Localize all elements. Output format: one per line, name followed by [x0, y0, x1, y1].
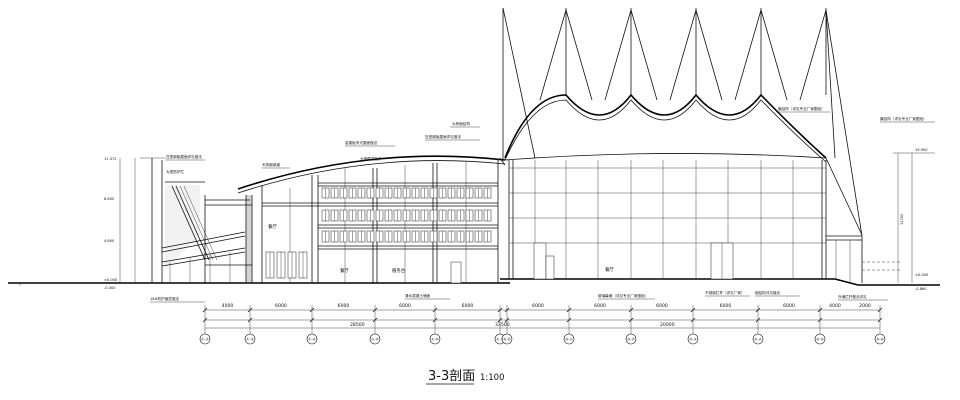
room-dining-3: 餐厅 [605, 266, 614, 273]
elev-19900: 19.900 [915, 148, 928, 152]
note-bridge-structure: 大桥钢结构 [452, 121, 470, 126]
grid-axis-4: ①-⑤ [369, 305, 381, 345]
span-dim-12: 2000 [859, 303, 871, 309]
note-roof-steel-left: 压型钢板屋面详见做法 [166, 154, 202, 159]
tensile-hall [450, 7, 900, 284]
grid-axis-12: ⑤-⑤ [814, 305, 826, 345]
ground-line [8, 278, 940, 286]
note-metal-skylight: 金属板采光屋面做法 [345, 140, 378, 145]
elev-total-11700: 11700 [900, 213, 904, 225]
total-dim-20000: 20000 [660, 322, 675, 328]
total-dim-28500: 28500 [350, 322, 365, 328]
grid-axis-label: ①-④ [308, 338, 316, 342]
grid-axis-label: ①-③ [246, 338, 254, 342]
span-dim-6: 6000 [532, 303, 544, 309]
note-fair-faced-concrete: 清水混凝土墙面 [405, 293, 431, 298]
span-dim-1: 4000 [222, 303, 234, 309]
span-dim-2: 6000 [275, 303, 287, 309]
note-membrane-1: 膜结构（详见专业厂家图纸） [778, 106, 825, 111]
elev-0000: ±0.000 [104, 278, 118, 282]
elev-neg300: -0.300 [104, 286, 116, 290]
note-bridge-roof-plate: 大桥屋顶板件 [360, 156, 382, 161]
note-roof-steel: 压型钢板屋面详见做法 [425, 134, 461, 139]
grid-axis-label: ①-⑤ [371, 338, 380, 342]
annotations-right: 膜结构（详见专业厂家图纸） 膜结构（详见专业厂家图纸） [778, 106, 935, 123]
annotations-bottom: 清水混凝土墙面 玻璃幕墙（详见专业厂家图纸） 不锈钢栏杆（详见厂家） 钢结构详见… [405, 290, 888, 301]
grid-axis-5: ①-⑥ [429, 305, 441, 345]
grid-axis-7: ⑤-⑩ [501, 305, 513, 345]
total-dim-33500: 33500 [495, 322, 510, 328]
elev-11372: 11.372 [104, 157, 117, 161]
elev-r-neg860: -0.860 [915, 287, 927, 291]
elev-8600: 8.600 [104, 197, 115, 201]
room-dining-1: 餐厅 [268, 223, 277, 230]
span-dim-3: 6000 [338, 303, 350, 309]
middle-building [237, 155, 506, 283]
grid-axis-1: ①-② [199, 305, 211, 345]
elev-4600: 4.600 [104, 239, 115, 243]
grid-axis-13: ⑤-⑥ [874, 305, 886, 345]
grid-axis-label: ⑤-⑥ [876, 338, 885, 342]
annotations-left: 压型钢板屋面详见做法 大型防护栏 天桥钢坡道 18#防护面层做法 [150, 154, 290, 303]
note-ss-railing: 不锈钢栏杆（详见厂家） [705, 290, 745, 295]
drawing-title-block: 3-3剖面 1:100 [426, 369, 505, 385]
drawing-scale: 1:100 [480, 373, 505, 383]
span-dim-7: 6000 [594, 303, 606, 309]
span-dim-5: 6000 [462, 303, 474, 309]
note-exterior-railing: 外墙栏杆做法详见 [838, 294, 867, 299]
grid-axis-label: ⑤-⑤ [816, 338, 825, 342]
right-elevations: 19.900 ±0.000 -0.860 11700 [893, 148, 935, 291]
span-dim-10: 6000 [783, 303, 795, 309]
grid-axis-label: ⑤-② [627, 338, 635, 342]
grid-axis-label: ⑤-① [565, 338, 573, 342]
span-dim-4: 6000 [399, 303, 411, 309]
drawing-title: 3-3剖面 [428, 369, 475, 384]
middle-windows [265, 187, 492, 279]
note-steel-structure: 钢结构详见做法 [755, 290, 781, 295]
grid-axis-label: ⑤-④ [754, 338, 762, 342]
grid-axis-9: ⑤-② [625, 305, 637, 345]
annotations-roof: 金属板采光屋面做法 压型钢板屋面详见做法 大桥钢结构 大桥屋顶板件 [345, 121, 480, 161]
grid-axis-label: ①-② [201, 338, 209, 342]
note-protect-layer: 18#防护面层做法 [150, 296, 180, 301]
left-annex [140, 157, 253, 283]
left-elevations: 11.372 8.600 4.600 ±0.000 -0.300 [104, 157, 136, 290]
elev-r-0000: ±0.000 [915, 273, 929, 277]
grid-axis-2: ①-③ [244, 305, 256, 345]
note-guard-rail: 大型防护栏 [166, 169, 184, 174]
grid-axis-label: ⑤-⑩ [503, 338, 511, 342]
grid-axis-label: ①-⑥ [431, 338, 440, 342]
grid-axis-8: ⑤-① [563, 305, 575, 345]
note-bridge-ramp: 天桥钢坡道 [262, 162, 280, 167]
grid-axis-3: ①-④ [306, 305, 318, 345]
span-dim-11: 4000 [829, 303, 841, 309]
grid-axis-label: ①-⑦ [496, 338, 504, 342]
span-dim-8: 6000 [656, 303, 668, 309]
span-dim-9: 6000 [720, 303, 732, 309]
grid-axis-11: ⑤-④ [752, 305, 764, 345]
note-glass-curtain: 玻璃幕墙（详见专业厂家图纸） [598, 293, 648, 298]
grid-axis-label: ⑤-③ [689, 338, 697, 342]
dimension-system: 4000 6000 6000 6000 6000 6000 6000 6000 6000 6000… [202, 303, 883, 329]
grid-axis-10: ⑤-③ [687, 305, 699, 345]
room-service-desk: 服务台 [392, 267, 406, 274]
annotations-rooms: 餐厅 餐厅 服务台 餐厅 [268, 223, 614, 274]
room-dining-2: 餐厅 [340, 267, 349, 274]
note-membrane-2: 膜结构（详见专业厂家图纸） [880, 116, 927, 121]
